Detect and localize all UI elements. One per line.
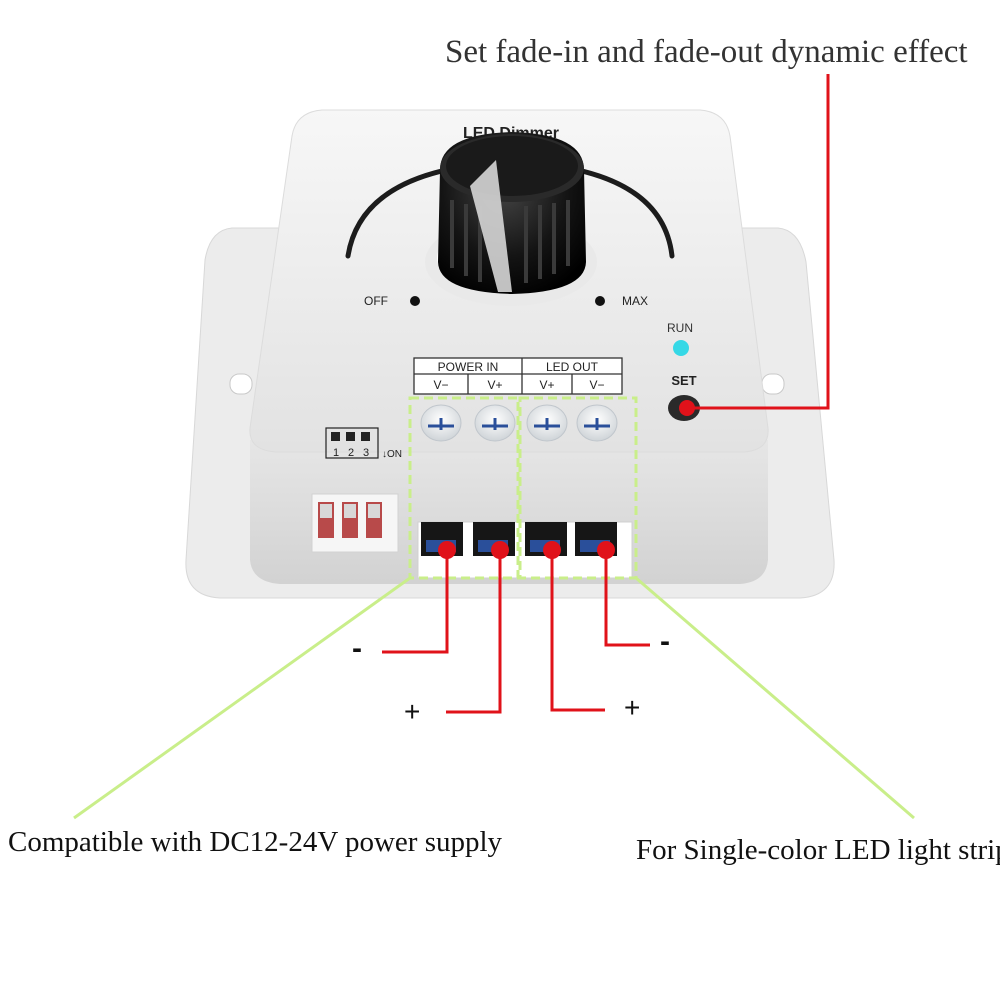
run-label: RUN	[667, 321, 693, 335]
led-strip-caption: For Single-color LED light strip	[636, 834, 1000, 866]
dip-switch[interactable]	[311, 493, 399, 553]
left-mount-slot	[229, 373, 253, 395]
max-label: MAX	[622, 294, 648, 308]
dip-number-3: 3	[363, 447, 369, 459]
off-label: OFF	[364, 294, 388, 308]
dip-number-1: 1	[333, 447, 339, 459]
dimmer-knob[interactable]	[425, 132, 597, 306]
led-plus-wire	[550, 550, 605, 712]
terminal-label-4: V−	[589, 378, 604, 392]
dip-switch-diagram	[325, 427, 379, 459]
right-mount-slot	[761, 373, 785, 395]
power-plus-sign: +	[404, 696, 421, 727]
set-callout-wire	[692, 74, 830, 410]
set-effect-caption: Set fade-in and fade-out dynamic effect	[445, 34, 968, 70]
power-plus-wire	[446, 550, 502, 714]
wire-dot-4	[597, 541, 615, 559]
led-plus-sign: +	[624, 692, 641, 723]
wire-dot-1	[438, 541, 456, 559]
led-out-label: LED OUT	[546, 360, 599, 374]
terminal-label-2: V+	[487, 378, 502, 392]
wire-dot-2	[491, 541, 509, 559]
knob-pointer	[470, 160, 512, 292]
terminal-screws	[420, 404, 618, 442]
dip-on-label: ↓ON	[382, 449, 402, 460]
power-minus-wire	[382, 550, 449, 654]
set-label: SET	[671, 373, 696, 388]
terminal-label-3: V+	[539, 378, 554, 392]
wire-dot-3	[543, 541, 561, 559]
wiring-diagram	[382, 74, 830, 714]
dip-number-2: 2	[348, 447, 354, 459]
terminal-label-box	[413, 357, 623, 395]
power-minus-sign: -	[352, 632, 362, 665]
right-callout-line	[635, 576, 915, 820]
set-button[interactable]	[668, 395, 700, 421]
run-led	[673, 340, 689, 356]
terminal-screw-1[interactable]	[420, 404, 462, 442]
off-dot	[410, 296, 420, 306]
terminal-screw-4[interactable]	[576, 404, 618, 442]
terminal-label-1: V−	[433, 378, 448, 392]
terminal-screw-3[interactable]	[526, 404, 568, 442]
led-minus-sign: -	[660, 625, 670, 658]
led-minus-wire	[604, 550, 650, 647]
power-in-zone-outline	[408, 396, 520, 580]
max-dot	[595, 296, 605, 306]
led-out-zone-outline	[518, 396, 638, 580]
power-supply-caption: Compatible with DC12-24V power supply	[8, 826, 503, 858]
power-in-label: POWER IN	[438, 360, 499, 374]
terminal-screw-2[interactable]	[474, 404, 516, 442]
left-callout-line	[73, 576, 411, 820]
